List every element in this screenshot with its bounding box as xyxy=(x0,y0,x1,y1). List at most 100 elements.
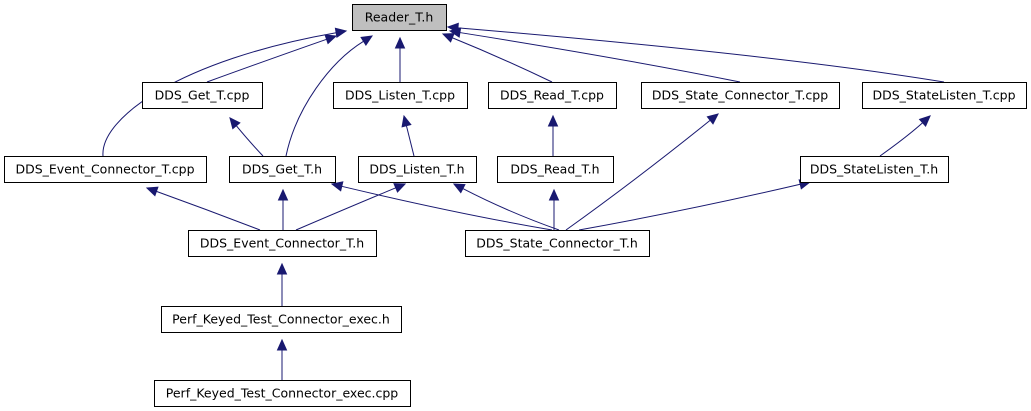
node-box xyxy=(154,380,411,407)
node-dds-event-connector-t-h[interactable]: DDS_Event_Connector_T.h xyxy=(188,230,377,257)
node-reader-t-h[interactable]: Reader_T.h xyxy=(352,4,447,31)
arrowhead-icon xyxy=(324,34,338,45)
arrowhead-icon xyxy=(276,338,288,351)
edge-line xyxy=(452,37,553,83)
node-label: DDS_Read_T.h xyxy=(510,162,599,177)
node-box xyxy=(352,4,447,31)
node-label: Reader_T.h xyxy=(365,10,434,25)
arrowhead-icon xyxy=(452,183,466,194)
arrowhead-icon xyxy=(229,117,241,130)
node-box xyxy=(497,156,614,183)
arrowhead-icon xyxy=(277,188,289,201)
edge-dds_get_t_h-to-reader_t_h xyxy=(285,35,374,157)
node-box xyxy=(4,156,207,183)
edge-dds_listen_t_cpp-to-reader_t_h xyxy=(394,36,406,82)
node-box xyxy=(800,156,949,183)
edge-dds_statelisten_t_cpp-to-reader_t_h xyxy=(446,22,945,83)
edge-dds_get_t_cpp-to-reader_t_h xyxy=(206,34,338,83)
arrowhead-icon xyxy=(547,114,559,127)
node-label: Perf_Keyed_Test_Connector_exec.h xyxy=(172,312,390,327)
node-label: DDS_StateListen_T.h xyxy=(810,162,938,177)
node-dds-read-t-cpp[interactable]: DDS_Read_T.cpp xyxy=(488,82,617,109)
node-box xyxy=(641,82,840,109)
arrowhead-icon xyxy=(360,35,374,47)
node-label: DDS_Get_T.cpp xyxy=(155,88,250,103)
edge-dds_read_t_h-to-dds_read_t_cpp xyxy=(547,114,559,156)
node-box xyxy=(229,156,336,183)
arrowhead-icon xyxy=(706,113,719,125)
edge-line xyxy=(295,187,396,231)
edge-line xyxy=(578,183,801,231)
edge-dds_get_t_h-to-dds_get_t_cpp xyxy=(229,117,264,157)
node-box xyxy=(862,82,1027,109)
node-box xyxy=(161,306,402,333)
node-dds-read-t-h[interactable]: DDS_Read_T.h xyxy=(497,156,614,183)
edge-line xyxy=(879,122,923,157)
node-label: DDS_Listen_T.h xyxy=(369,162,464,177)
edge-line xyxy=(462,188,560,231)
edge-line xyxy=(285,40,364,157)
arrowhead-icon xyxy=(393,183,407,193)
arrowhead-icon xyxy=(446,22,459,34)
node-perf-keyed-test-connector-exec-h[interactable]: Perf_Keyed_Test_Connector_exec.h xyxy=(161,306,402,333)
arrowhead-icon xyxy=(330,181,344,192)
node-perf-keyed-test-connector-exec-cpp[interactable]: Perf_Keyed_Test_Connector_exec.cpp xyxy=(154,380,411,407)
edge-perf_keyed_test_connector_exec_h-to-dds_event_connector_t_h xyxy=(276,262,288,306)
node-label: DDS_Read_T.cpp xyxy=(500,88,604,103)
node-box xyxy=(333,82,468,109)
edge-line xyxy=(156,190,261,231)
node-dds-statelisten-t-h[interactable]: DDS_StateListen_T.h xyxy=(800,156,949,183)
node-dds-statelisten-t-cpp[interactable]: DDS_StateListen_T.cpp xyxy=(862,82,1027,109)
node-dds-event-connector-t-cpp[interactable]: DDS_Event_Connector_T.cpp xyxy=(4,156,207,183)
edge-dds_read_t_cpp-to-reader_t_h xyxy=(441,33,553,83)
node-dds-get-t-h[interactable]: DDS_Get_T.h xyxy=(229,156,336,183)
arrowhead-icon xyxy=(548,188,560,201)
node-label: DDS_Listen_T.cpp xyxy=(345,88,455,103)
arrowhead-icon xyxy=(276,262,288,275)
edge-dds_state_connector_t_h-to-dds_get_t_h xyxy=(330,181,553,231)
edge-line xyxy=(459,32,741,83)
edge-line xyxy=(206,38,327,83)
node-box xyxy=(358,156,477,183)
node-dds-listen-t-cpp[interactable]: DDS_Listen_T.cpp xyxy=(333,82,468,109)
node-label: DDS_State_Connector_T.cpp xyxy=(652,88,828,103)
edge-dds_statelisten_t_h-to-dds_statelisten_t_cpp xyxy=(879,115,931,157)
arrowhead-icon xyxy=(401,114,412,128)
edge-dds_event_connector_t_h-to-dds_event_connector_t_cpp xyxy=(145,186,261,231)
edge-dds_state_connector_t_h-to-dds_listen_t_h xyxy=(452,183,560,231)
edge-perf_keyed_test_connector_exec_cpp-to-perf_keyed_test_connector_exec_h xyxy=(276,338,288,380)
edge-line xyxy=(235,125,264,157)
edge-line xyxy=(341,185,553,231)
node-box xyxy=(188,230,377,257)
edge-dds_event_connector_t_h-to-dds_get_t_h xyxy=(277,188,289,230)
node-label: DDS_Event_Connector_T.h xyxy=(200,236,364,251)
node-label: DDS_State_Connector_T.h xyxy=(476,236,638,251)
arrowhead-icon xyxy=(441,33,455,43)
edge-dds_state_connector_t_h-to-dds_read_t_h xyxy=(548,188,560,230)
arrowhead-icon xyxy=(394,36,406,49)
edge-line xyxy=(565,119,711,231)
arrowhead-icon xyxy=(918,115,931,128)
node-label: DDS_Get_T.h xyxy=(242,162,322,177)
arrowhead-icon xyxy=(334,27,348,39)
edge-dds_event_connector_t_h-to-dds_listen_t_h xyxy=(295,183,407,231)
edges-layer xyxy=(102,22,945,380)
edge-dds_listen_t_h-to-dds_listen_t_cpp xyxy=(401,114,415,157)
node-label: Perf_Keyed_Test_Connector_exec.cpp xyxy=(166,386,399,401)
node-dds-state-connector-t-h[interactable]: DDS_State_Connector_T.h xyxy=(465,230,650,257)
node-box xyxy=(465,230,650,257)
node-dds-state-connector-t-cpp[interactable]: DDS_State_Connector_T.cpp xyxy=(641,82,840,109)
node-dds-get-t-cpp[interactable]: DDS_Get_T.cpp xyxy=(142,82,263,109)
arrowhead-icon xyxy=(145,186,159,197)
edge-dds_state_connector_t_h-to-dds_state_connector_t_cpp xyxy=(565,113,719,231)
edge-line xyxy=(457,27,945,83)
node-label: DDS_StateListen_T.cpp xyxy=(872,88,1015,103)
node-box xyxy=(142,82,263,109)
node-label: DDS_Event_Connector_T.cpp xyxy=(15,162,194,177)
edge-line xyxy=(405,125,415,157)
edge-dds_state_connector_t_h-to-dds_statelisten_t_h xyxy=(578,179,812,231)
node-box xyxy=(488,82,617,109)
node-dds-listen-t-h[interactable]: DDS_Listen_T.h xyxy=(358,156,477,183)
